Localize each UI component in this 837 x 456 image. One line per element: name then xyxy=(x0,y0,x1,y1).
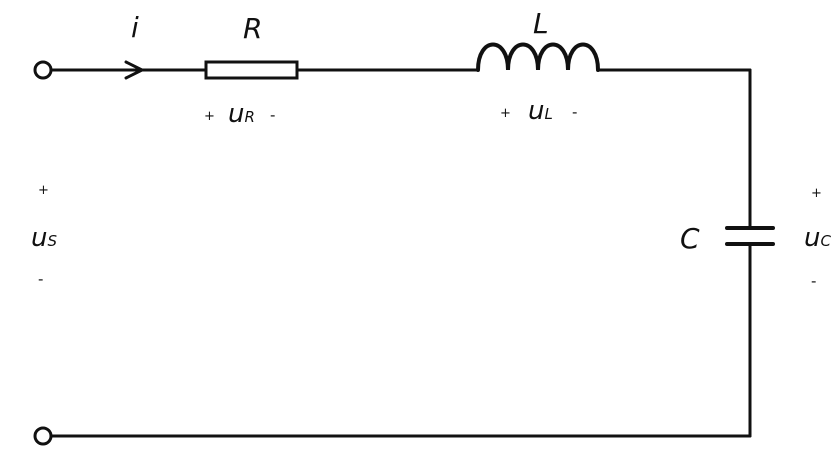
inductor-symbol xyxy=(476,42,600,72)
inductor-minus: - xyxy=(572,103,577,121)
resistor-plus: + xyxy=(204,109,215,124)
bottom-terminal xyxy=(33,426,53,446)
inductor-label: L xyxy=(533,7,549,40)
source-minus: - xyxy=(38,270,43,288)
capacitor-minus: - xyxy=(811,272,816,290)
capacitor-plus: + xyxy=(811,186,822,201)
current-arrow-icon xyxy=(124,60,144,80)
resistor-minus: - xyxy=(270,106,275,124)
capacitor-voltage-label: uC xyxy=(804,223,831,253)
resistor-label: R xyxy=(243,12,262,45)
source-voltage-label: uS xyxy=(31,223,57,253)
inductor-voltage-label: uL xyxy=(528,96,553,126)
resistor-voltage-label: uR xyxy=(228,99,255,129)
inductor-plus: + xyxy=(500,106,511,121)
capacitor-label: C xyxy=(680,222,700,255)
resistor-symbol xyxy=(204,60,299,80)
source-plus: + xyxy=(38,183,49,198)
top-terminal xyxy=(33,60,53,80)
capacitor-symbol xyxy=(725,226,775,246)
current-label: i xyxy=(131,11,139,44)
